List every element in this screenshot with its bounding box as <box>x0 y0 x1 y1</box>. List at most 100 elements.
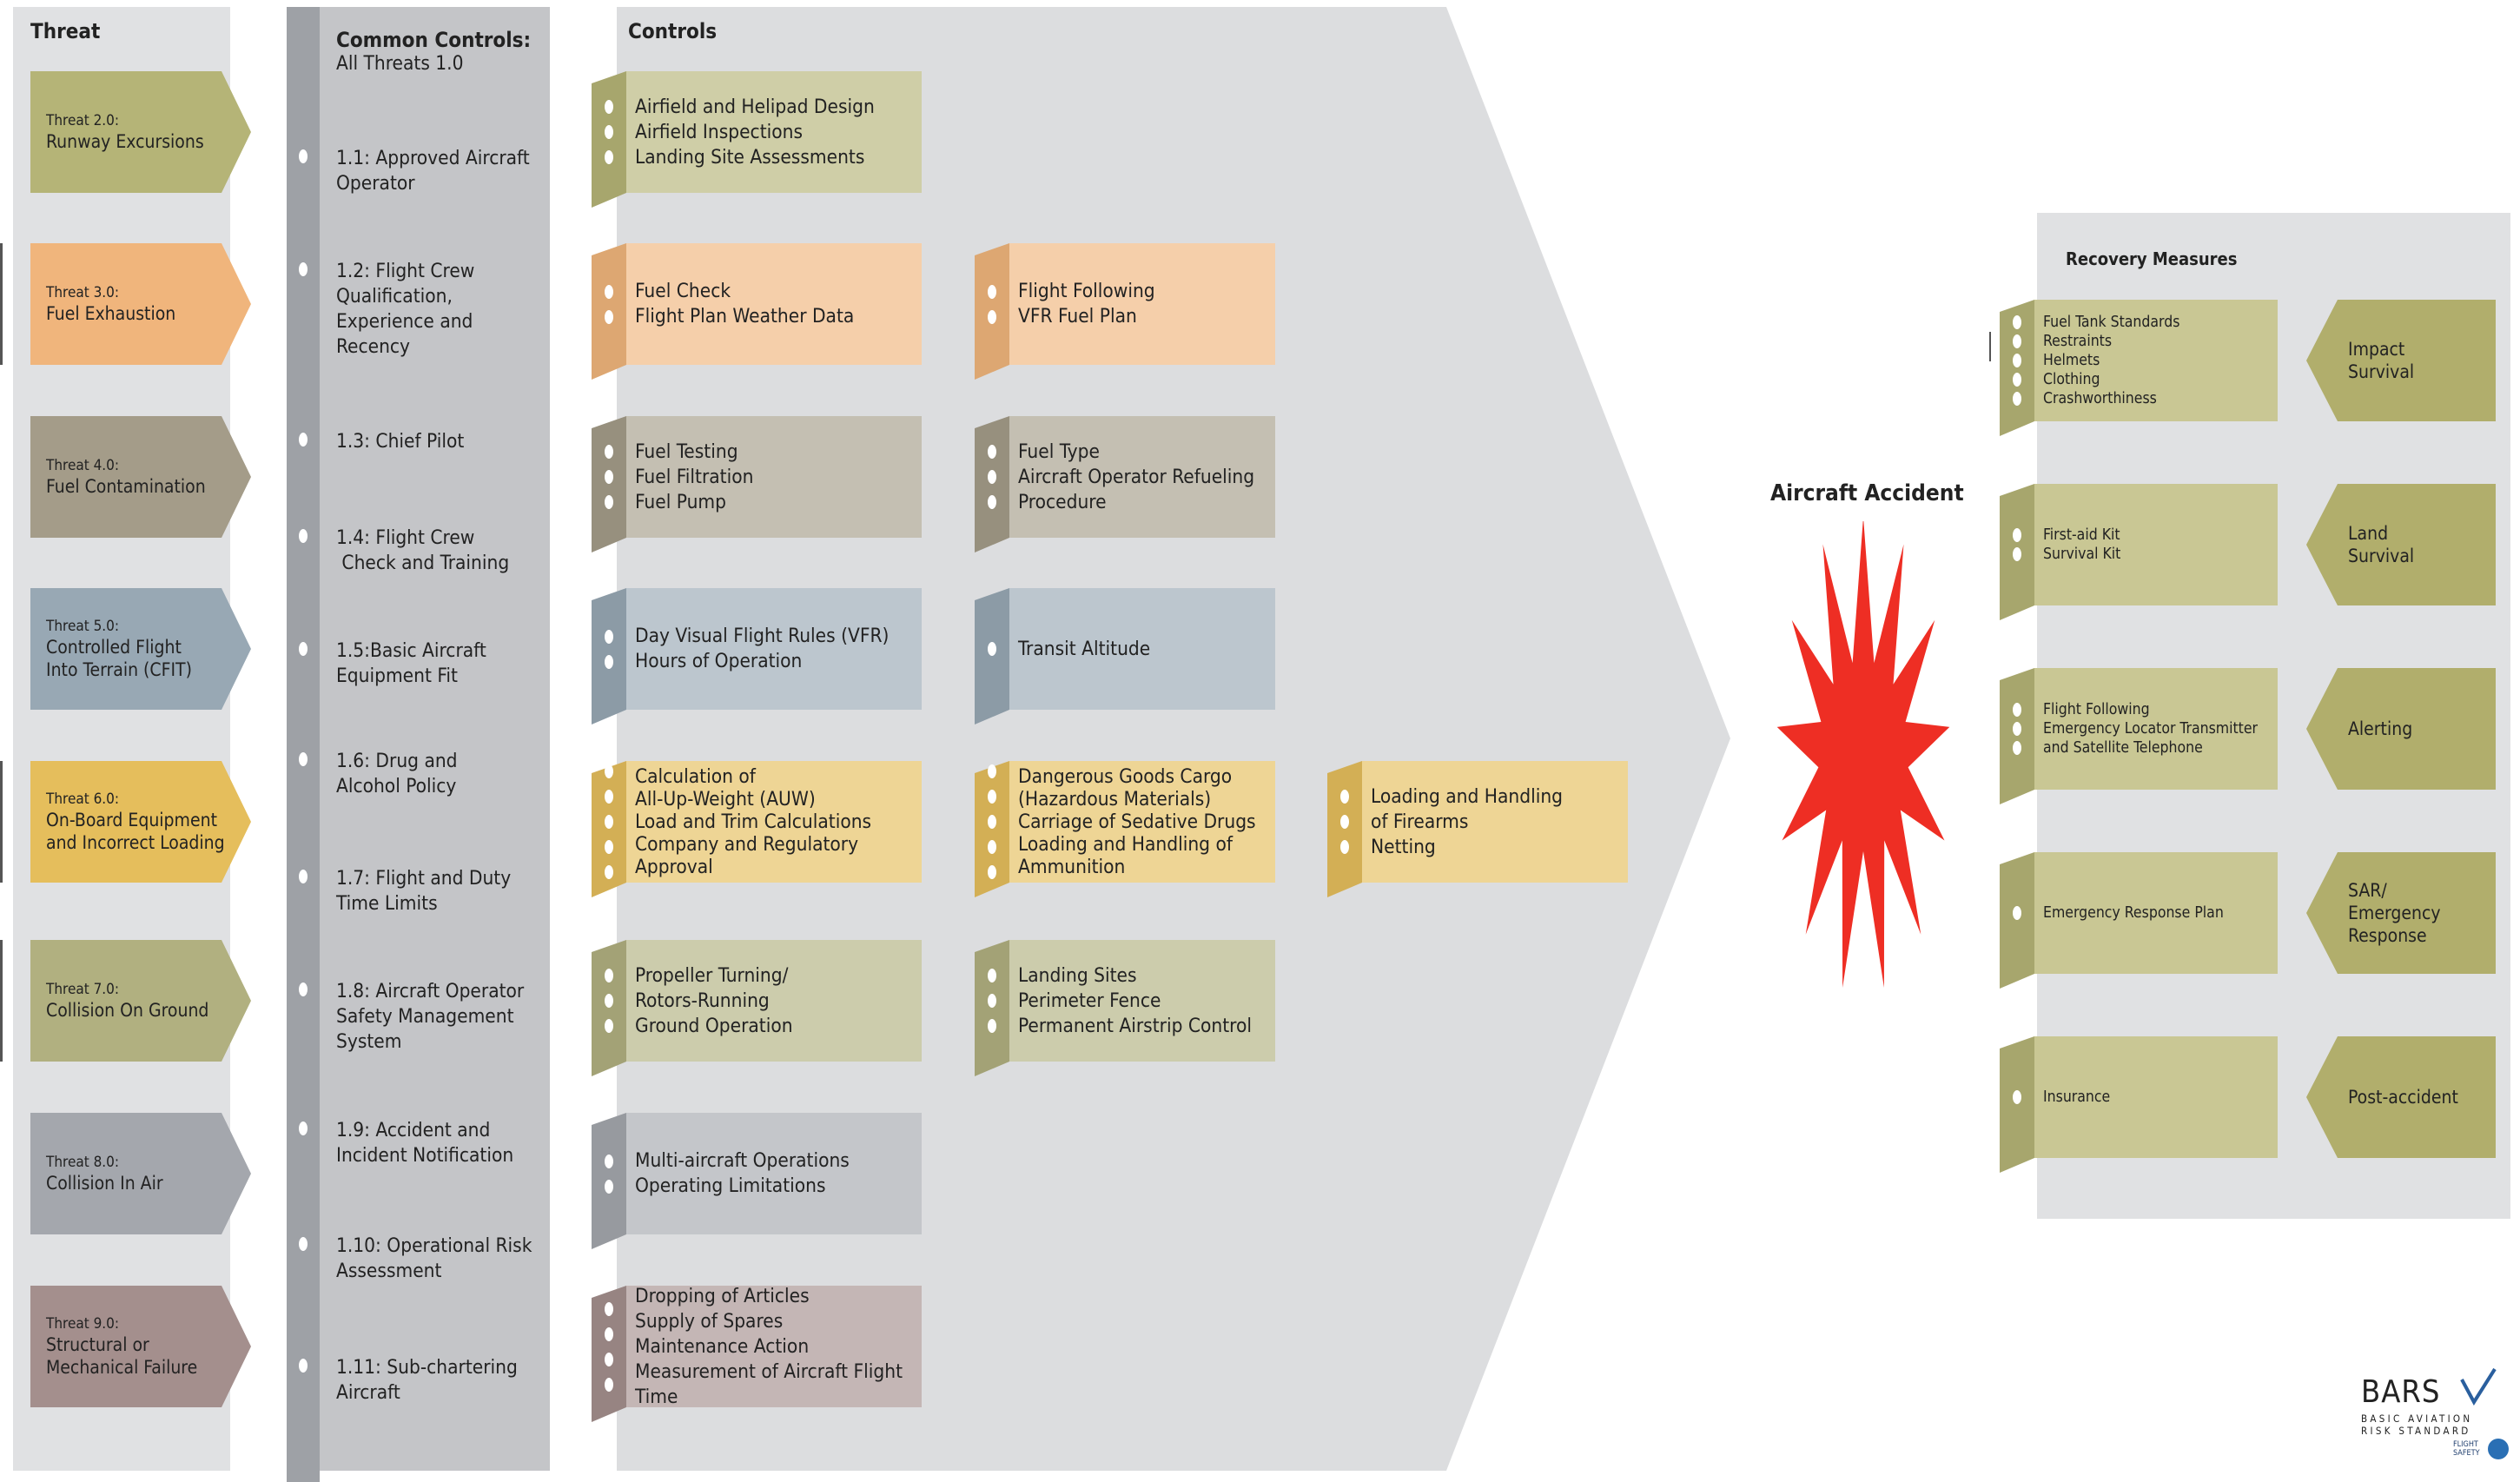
box-line: Supply of Spares <box>635 1309 784 1333</box>
common-control-line: 1.10: Operational Risk <box>336 1234 532 1257</box>
bullet-dot <box>988 1019 996 1033</box>
box-tab <box>592 416 626 552</box>
bullet-dot <box>988 642 996 656</box>
outcome-arrow-shape <box>2306 852 2496 974</box>
aircraft-accident-label: Aircraft Accident <box>1770 480 1964 506</box>
bullet-dot <box>605 790 613 804</box>
box-line: Multi-aircraft Operations <box>635 1149 850 1172</box>
threat-name: Controlled Flight <box>46 637 182 658</box>
outcome-arrow-shape <box>2306 1036 2496 1158</box>
box-line: Fuel Pump <box>635 490 726 513</box>
bullet-dot <box>605 865 613 879</box>
controls-header: Controls <box>628 19 718 43</box>
common-controls-column <box>287 7 550 1471</box>
outcome-line: Land <box>2348 523 2389 544</box>
outcome-arrow-shape <box>2306 300 2496 421</box>
common-control-line: 1.6: Drug and <box>336 750 458 772</box>
box-tab <box>1327 761 1362 897</box>
threat-arrow-shape <box>30 1286 251 1407</box>
box-tab <box>2000 300 2034 436</box>
threat-item: Threat 8.0:Collision In Air <box>30 1113 252 1234</box>
bullet-dots <box>988 940 996 1062</box>
bullet-dot <box>605 309 613 324</box>
common-control-line: System <box>336 1030 402 1053</box>
box-line: Helmets <box>2043 352 2100 369</box>
common-control-line: Alcohol Policy <box>336 775 457 797</box>
bullet-dot <box>605 1377 613 1392</box>
box-face <box>1009 243 1275 365</box>
threat-header: Threat <box>30 19 101 43</box>
bullet-dot <box>988 840 996 854</box>
outcome-line: Post-accident <box>2348 1087 2458 1108</box>
logo-tick-icon <box>2460 1367 2497 1406</box>
box-line: Day Visual Flight Rules (VFR) <box>635 625 890 647</box>
outcome-line: SAR/ <box>2348 880 2387 901</box>
common-control-line: 1.9: Accident and <box>336 1119 491 1141</box>
bullet-dots <box>605 940 613 1062</box>
bullet-dot <box>2013 528 2021 542</box>
box-face <box>626 761 922 883</box>
threat-arrow-shape <box>30 243 251 365</box>
threat-text: Threat 2.0:Runway Excursions <box>46 71 204 193</box>
common-control-line: 1.8: Aircraft Operator <box>336 980 525 1002</box>
bullet-dot <box>299 1121 308 1135</box>
bullet-dot <box>299 262 308 276</box>
bullet-dots <box>988 588 996 710</box>
threat-arrow-shape <box>30 588 251 710</box>
threat-label: Threat 5.0: <box>46 618 120 635</box>
common-control-line: 1.11: Sub-chartering <box>336 1356 518 1379</box>
threat-name: Structural or <box>46 1334 149 1355</box>
threat-name: and Incorrect Loading <box>46 832 225 853</box>
box-line: Fuel Type <box>1018 440 1100 463</box>
bullet-dot <box>2013 741 2021 755</box>
common-control-line: Experience and <box>336 310 473 333</box>
bullet-dot <box>988 445 996 459</box>
box-line: Airfield and Helipad Design <box>635 95 875 118</box>
common-controls-title: Common Controls: <box>336 28 532 52</box>
bullet-dot <box>988 969 996 982</box>
bullet-dots <box>2013 484 2021 605</box>
outcome-line: Survival <box>2348 361 2415 382</box>
box-tab <box>975 761 1009 897</box>
box-face <box>626 416 922 538</box>
edge-mark <box>0 940 3 1062</box>
box-line: Airfield Inspections <box>635 120 804 143</box>
control-box: Transit Altitude <box>975 588 1275 724</box>
common-control-line: Equipment Fit <box>336 665 458 687</box>
box-line: Transit Altitude <box>1018 637 1151 660</box>
box-line: Dangerous Goods Cargo <box>1018 765 1233 788</box>
box-line: Loading and Handling of <box>1018 833 1233 856</box>
bullet-dots <box>2013 1036 2021 1158</box>
threat-label: Threat 3.0: <box>46 284 120 301</box>
recovery-box: Insurance <box>2000 1036 2278 1173</box>
common-controls-subtitle: All Threats 1.0 <box>336 52 464 75</box>
bullet-dots <box>2013 300 2021 421</box>
common-control-line: 1.1: Approved Aircraft <box>336 147 530 169</box>
logo-fsf2: SAFETY <box>2453 1449 2480 1458</box>
threat-text: Threat 4.0:Fuel Contamination <box>46 416 206 538</box>
bullet-dot <box>605 1327 613 1341</box>
box-line: Carriage of Sedative Drugs <box>1018 810 1256 833</box>
threat-arrow-shape <box>30 71 251 193</box>
threat-arrow-shape <box>30 416 251 538</box>
threat-label: Threat 4.0: <box>46 457 120 474</box>
edge-mark <box>0 243 3 365</box>
threat-text: Threat 8.0:Collision In Air <box>46 1113 163 1234</box>
bullet-dot <box>988 309 996 324</box>
bullet-dots <box>605 761 613 883</box>
bullet-dots <box>605 416 613 538</box>
edge-mark <box>1989 332 1991 361</box>
bullet-dot <box>2013 315 2021 329</box>
threat-item: Threat 2.0:Runway Excursions <box>30 71 252 193</box>
box-line: Netting <box>1371 835 1436 858</box>
box-face <box>1009 416 1275 538</box>
